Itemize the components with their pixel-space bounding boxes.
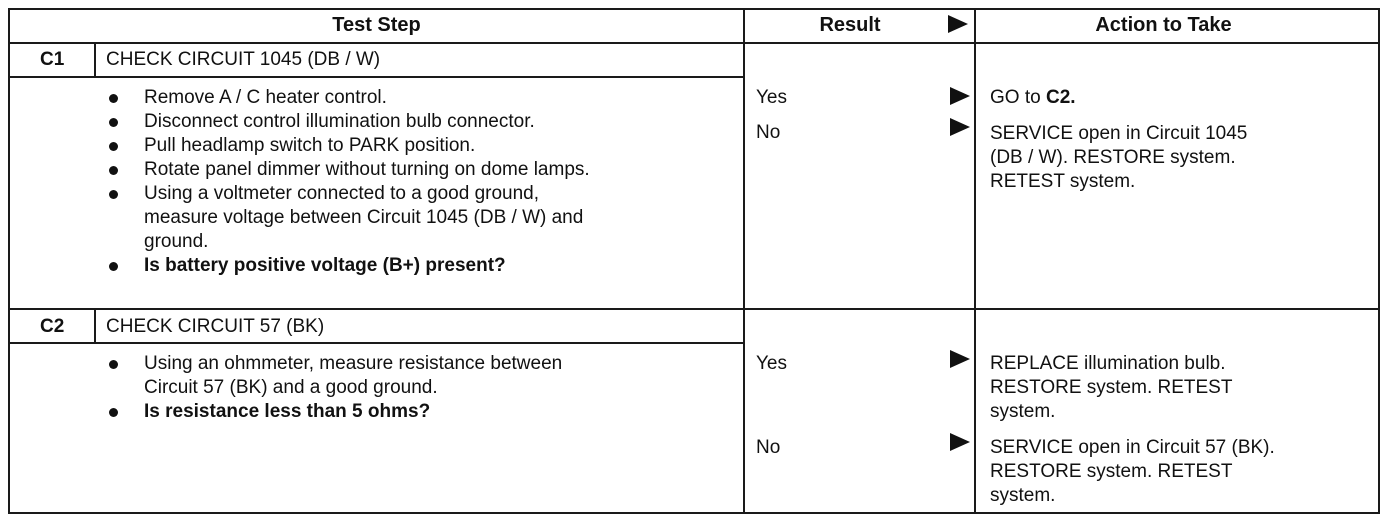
c1-action-no: SERVICE open in Circuit 1045 (DB / W). R… xyxy=(990,123,1248,192)
bullet-icon xyxy=(109,118,118,127)
table-left-rule xyxy=(8,8,10,514)
c2-result-no: No xyxy=(756,437,781,458)
c2-title-rule xyxy=(8,342,744,344)
table-right-rule xyxy=(1378,8,1380,514)
header-bottom-rule xyxy=(8,42,1380,44)
bullet-icon xyxy=(109,262,118,271)
step-c2-title: CHECK CIRCUIT 57 (BK) xyxy=(106,316,325,337)
c1-yes-arrow-icon xyxy=(950,87,970,105)
list-item: Remove A / C heater control. xyxy=(106,86,590,110)
result-action-divider xyxy=(974,8,976,514)
list-item: Rotate panel dimmer without turning on d… xyxy=(106,158,590,182)
step-c1-list: Remove A / C heater control. Disconnect … xyxy=(106,86,590,278)
header-test-step: Test Step xyxy=(332,14,421,36)
list-item: Pull headlamp switch to PARK position. xyxy=(106,134,590,158)
step-c1-question: Is battery positive voltage (B+) present… xyxy=(106,254,590,278)
bullet-icon xyxy=(109,408,118,417)
step-c2-list: Using an ohmmeter, measure resistance be… xyxy=(106,352,562,424)
c2-yes-arrow-icon xyxy=(950,350,970,368)
list-item: Disconnect control illumination bulb con… xyxy=(106,110,590,134)
c2-action-no: SERVICE open in Circuit 57 (BK). RESTORE… xyxy=(990,437,1275,506)
c2-result-yes: Yes xyxy=(756,353,787,374)
c2-id-divider xyxy=(94,308,96,344)
header-action: Action to Take xyxy=(1095,14,1232,36)
step-c2-question: Is resistance less than 5 ohms? xyxy=(106,400,562,424)
header-arrow-icon xyxy=(948,15,968,33)
list-item: Using an ohmmeter, measure resistance be… xyxy=(106,352,562,400)
c1-action-yes: GO to C2. xyxy=(990,87,1076,108)
step-c2-id: C2 xyxy=(40,316,65,337)
table-top-rule xyxy=(8,8,1380,10)
c2-no-arrow-icon xyxy=(950,433,970,451)
c1-bottom-rule xyxy=(8,308,1380,310)
bullet-icon xyxy=(109,142,118,151)
bullet-icon xyxy=(109,166,118,175)
c1-id-divider xyxy=(94,42,96,78)
c1-no-arrow-icon xyxy=(950,118,970,136)
bullet-icon xyxy=(109,94,118,103)
step-result-divider xyxy=(743,8,745,514)
bullet-icon xyxy=(109,190,118,199)
c2-action-yes: REPLACE illumination bulb. RESTORE syste… xyxy=(990,353,1233,422)
step-c1-id: C1 xyxy=(40,49,65,70)
header-result: Result xyxy=(819,14,881,36)
step-c1-title: CHECK CIRCUIT 1045 (DB / W) xyxy=(106,49,381,70)
c1-result-no: No xyxy=(756,122,781,143)
table-bottom-rule xyxy=(8,512,1380,514)
bullet-icon xyxy=(109,360,118,369)
c1-result-yes: Yes xyxy=(756,87,787,108)
list-item: Using a voltmeter connected to a good gr… xyxy=(106,182,590,254)
c1-title-rule xyxy=(8,76,744,78)
